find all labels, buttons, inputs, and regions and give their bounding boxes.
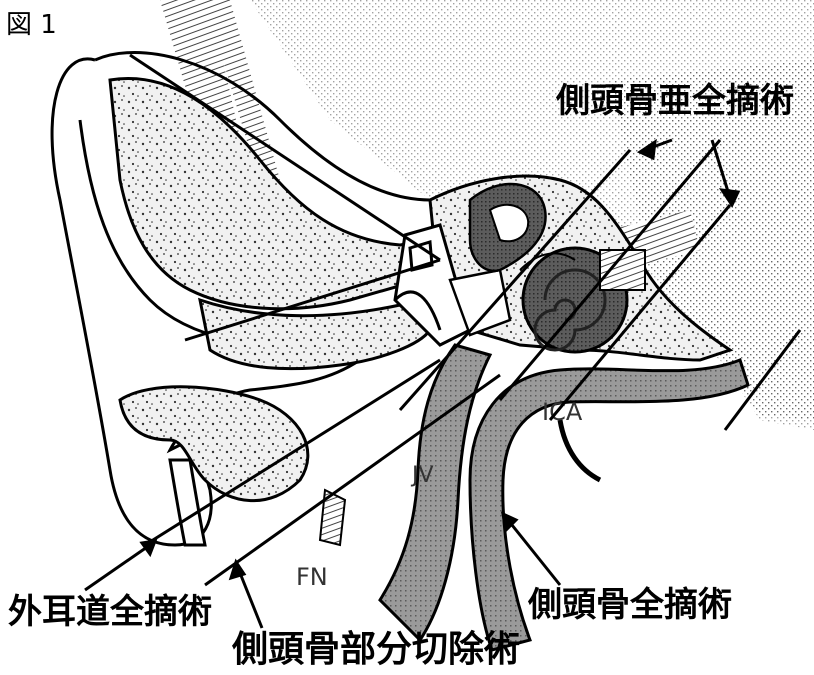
figure-label: 図 1 (6, 12, 57, 38)
total-resection-label: 側頭骨全摘術 (528, 588, 732, 622)
subtotal-resection-label: 側頭骨亜全摘術 (556, 84, 794, 118)
partial-resection-label: 側頭骨部分切除術 (232, 632, 520, 668)
partial-arrow (238, 568, 262, 628)
ica-label: ICA (542, 398, 583, 426)
fn-label: FN (296, 563, 328, 591)
eac-resection-label: 外耳道全摘術 (8, 595, 212, 629)
total-arrow (508, 520, 560, 585)
ijv-label: JV (410, 463, 434, 488)
eac-arrow (85, 545, 150, 590)
eac-arrowhead (142, 541, 155, 554)
